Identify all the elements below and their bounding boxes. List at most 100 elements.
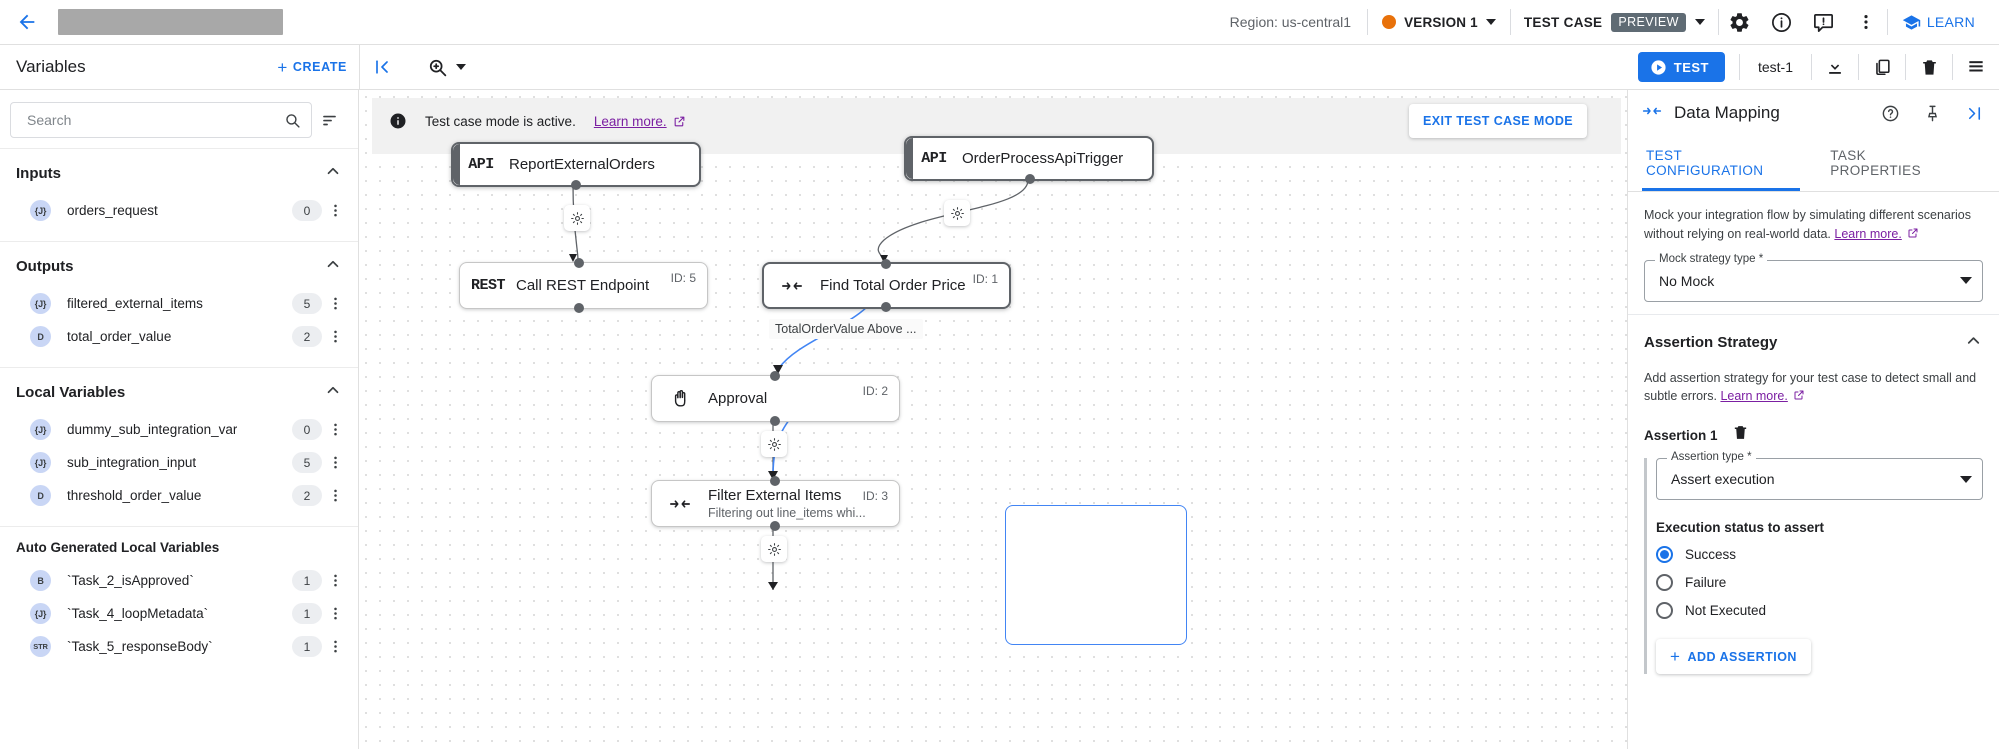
assertion-learn-more-link[interactable]: Learn more.: [1720, 389, 1788, 404]
mock-section: Mock your integration flow by simulating…: [1628, 192, 1999, 315]
section-header-outputs[interactable]: Outputs: [0, 242, 358, 287]
flow-canvas[interactable]: Test case mode is active. Learn more. EX…: [359, 90, 1627, 749]
section-header-inputs[interactable]: Inputs: [0, 149, 358, 194]
node-input-port[interactable]: [770, 476, 780, 486]
list-item[interactable]: {J} dummy_sub_integration_var 0: [0, 413, 358, 446]
tab-test-configuration[interactable]: TEST CONFIGURATION: [1642, 136, 1801, 191]
node-output-port[interactable]: [770, 416, 780, 426]
radio-button[interactable]: [1656, 546, 1673, 563]
assertion-description-text: Add assertion strategy for your test cas…: [1644, 370, 1977, 404]
count-badge: 2: [292, 485, 322, 506]
list-item[interactable]: {J} `Task_4_loopMetadata` 1: [0, 597, 358, 630]
variables-title: Variables: [16, 57, 86, 76]
more-vert-icon[interactable]: [1845, 0, 1887, 45]
tab-task-properties[interactable]: TASK PROPERTIES: [1830, 148, 1921, 178]
approval-hand-icon: [652, 388, 708, 409]
sort-icon[interactable]: [312, 111, 346, 130]
info-icon[interactable]: [1761, 0, 1803, 45]
create-variable-button[interactable]: + CREATE: [277, 59, 359, 76]
back-icon[interactable]: [10, 5, 44, 39]
node-output-port[interactable]: [1025, 174, 1035, 184]
node-input-port[interactable]: [574, 258, 584, 268]
node-approval[interactable]: Approval ID: 2: [651, 371, 900, 426]
run-test-button[interactable]: TEST: [1637, 52, 1725, 82]
download-icon[interactable]: [1812, 45, 1858, 90]
list-item[interactable]: STR `Task_5_responseBody` 1: [0, 630, 358, 663]
api-icon: API: [921, 150, 947, 167]
divider: [1952, 54, 1953, 80]
feedback-icon[interactable]: [1803, 0, 1845, 45]
radio-not-executed[interactable]: Not Executed: [1656, 602, 1983, 619]
edge-gear-icon[interactable]: [761, 431, 787, 457]
radio-failure[interactable]: Failure: [1656, 574, 1983, 591]
list-item[interactable]: {J} orders_request 0: [0, 194, 358, 227]
more-vert-icon[interactable]: [322, 487, 348, 504]
node-report-external-orders[interactable]: API ReportExternalOrders: [451, 142, 701, 190]
copy-icon[interactable]: [1859, 45, 1905, 90]
section-header-auto-generated[interactable]: Auto Generated Local Variables: [0, 527, 358, 564]
radio-button[interactable]: [1656, 574, 1673, 591]
more-vert-icon[interactable]: [322, 454, 348, 471]
expand-panel-icon[interactable]: [1959, 95, 1989, 131]
collapse-panel-icon[interactable]: [359, 44, 403, 90]
trash-icon[interactable]: [1732, 424, 1749, 446]
list-item[interactable]: B `Task_2_isApproved` 1: [0, 564, 358, 597]
count-badge: 0: [292, 419, 322, 440]
exit-test-case-mode-button[interactable]: EXIT TEST CASE MODE: [1409, 104, 1587, 138]
assertion-type-select[interactable]: Assert execution: [1656, 458, 1983, 500]
more-vert-icon[interactable]: [322, 295, 348, 312]
version-selector[interactable]: VERSION 1: [1368, 0, 1510, 45]
node-output-port[interactable]: [881, 302, 891, 312]
node-input-port[interactable]: [881, 259, 891, 269]
edge-condition-label[interactable]: TotalOrderValue Above ...: [769, 319, 923, 339]
test-case-selector[interactable]: TEST CASE PREVIEW: [1511, 0, 1718, 45]
node-call-rest-endpoint[interactable]: REST Call REST Endpoint ID: 5: [459, 258, 708, 313]
more-vert-icon[interactable]: [322, 202, 348, 219]
mock-strategy-select[interactable]: No Mock: [1644, 259, 1983, 302]
node-output-port[interactable]: [574, 303, 584, 313]
banner-learn-more-link[interactable]: Learn more.: [593, 113, 667, 129]
node-order-process-api-trigger[interactable]: API OrderProcessApiTrigger: [904, 136, 1154, 184]
more-vert-icon[interactable]: [322, 421, 348, 438]
section-header-local-variables[interactable]: Local Variables: [0, 368, 358, 413]
node-input-port[interactable]: [770, 371, 780, 381]
mock-learn-more-link[interactable]: Learn more.: [1834, 226, 1902, 241]
variable-name: dummy_sub_integration_var: [67, 422, 238, 437]
list-item[interactable]: D total_order_value 2: [0, 320, 358, 353]
selected-node-outline[interactable]: [1005, 505, 1187, 645]
learn-button[interactable]: LEARN: [1888, 13, 1985, 32]
list-item[interactable]: D threshold_order_value 2: [0, 479, 358, 512]
chevron-down-icon: [456, 64, 466, 70]
assertion-header[interactable]: Assertion Strategy: [1644, 331, 1983, 355]
node-find-total-order-price[interactable]: Find Total Order Price ID: 1: [762, 259, 1011, 312]
gear-icon[interactable]: [1719, 0, 1761, 45]
more-vert-icon[interactable]: [322, 328, 348, 345]
search-box[interactable]: [10, 102, 312, 138]
zoom-control[interactable]: [403, 45, 484, 90]
mock-description-text: Mock your integration flow by simulating…: [1644, 208, 1972, 241]
trash-icon[interactable]: [1906, 45, 1952, 90]
create-label: CREATE: [292, 60, 347, 74]
add-assertion-button[interactable]: + ADD ASSERTION: [1656, 639, 1811, 674]
node-filter-external-items[interactable]: Filter External Items Filtering out line…: [651, 476, 900, 531]
more-vert-icon[interactable]: [322, 605, 348, 622]
pin-icon[interactable]: [1917, 95, 1947, 131]
edge-gear-icon[interactable]: [564, 205, 590, 231]
list-item[interactable]: {J} sub_integration_input 5: [0, 446, 358, 479]
search-input[interactable]: [25, 111, 276, 129]
help-icon[interactable]: [1875, 95, 1905, 131]
sub-toolbar: Variables + CREATE TEST test-1: [0, 44, 1999, 90]
list-icon[interactable]: [1953, 45, 1999, 90]
radio-success[interactable]: Success: [1656, 546, 1983, 563]
more-vert-icon[interactable]: [322, 638, 348, 655]
node-output-port[interactable]: [770, 521, 780, 531]
more-vert-icon[interactable]: [322, 572, 348, 589]
assertion-type-field[interactable]: Assertion type * Assert execution: [1656, 451, 1983, 500]
node-output-port[interactable]: [571, 180, 581, 190]
edge-gear-icon[interactable]: [944, 200, 970, 226]
list-item[interactable]: {J} filtered_external_items 5: [0, 287, 358, 320]
assertion-section: Assertion Strategy Add assertion strateg…: [1628, 315, 1999, 689]
radio-button[interactable]: [1656, 602, 1673, 619]
edge-gear-icon[interactable]: [761, 536, 787, 562]
mock-strategy-field[interactable]: Mock strategy type * No Mock: [1644, 252, 1983, 302]
